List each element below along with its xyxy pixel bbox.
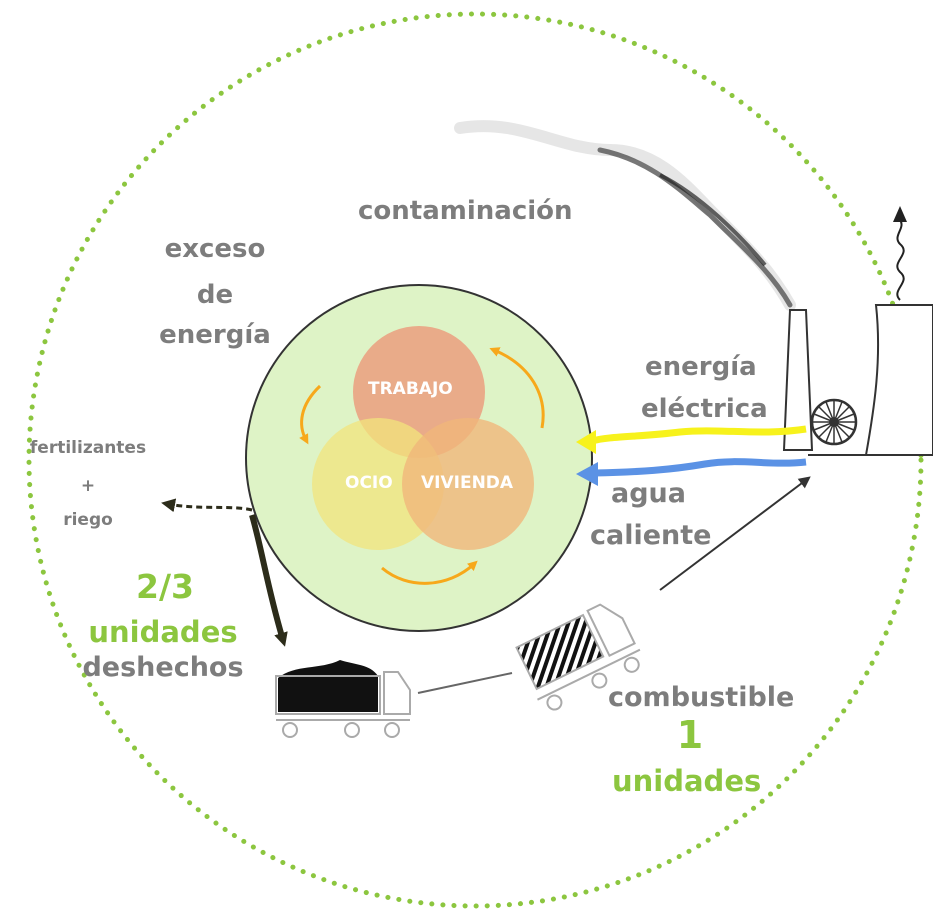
chimney: [782, 309, 814, 451]
venn-label-ocio: OCIO: [345, 473, 393, 493]
waste-truck: [275, 660, 411, 738]
label-one: 1: [676, 713, 704, 757]
label-caliente: caliente: [590, 520, 712, 551]
label-energia-electrica-2: eléctrica: [641, 394, 768, 424]
label-deshechos: deshechos: [82, 652, 244, 683]
electric-flow-arrow: [576, 425, 807, 454]
water-flow-arrow: [576, 458, 807, 486]
label-contaminacion: contaminación: [358, 196, 573, 226]
cycle-arrow-bottom: [381, 560, 478, 585]
cycle-arrow-left: [299, 384, 322, 445]
power-plant: [782, 206, 933, 456]
label-energia: energía: [159, 320, 271, 350]
label-plus: +: [80, 476, 96, 496]
label-de: de: [196, 280, 234, 310]
label-energia-electrica-1: energía: [645, 352, 757, 382]
label-fraction: 2/3: [136, 567, 194, 606]
fuel-truck: [515, 603, 641, 711]
fuel-to-plant-arrow: [659, 476, 811, 591]
waste-to-fertilizer-arrow: [161, 498, 253, 513]
steam-wave: [896, 219, 905, 301]
truck-link-line: [417, 672, 513, 694]
outer-boundary-ring: [26, 11, 924, 909]
label-unidades-left: unidades: [88, 615, 238, 649]
smoke-plume: [454, 120, 796, 311]
waste-to-truck-arrow: [249, 514, 288, 647]
label-riego: riego: [63, 510, 113, 530]
label-unidades-right: unidades: [612, 764, 762, 798]
label-combustible: combustible: [608, 682, 795, 713]
turbine-wheel-icon: [810, 398, 858, 446]
venn-label-trabajo: TRABAJO: [368, 379, 453, 399]
label-agua: agua: [611, 478, 686, 509]
cycle-arrow-right: [489, 347, 545, 429]
steam-arrow-icon: [893, 206, 907, 222]
venn-label-vivienda: VIVIENDA: [421, 473, 514, 493]
cooling-tower: [864, 304, 933, 456]
label-exceso: exceso: [164, 234, 266, 264]
label-fertilizantes: fertilizantes: [29, 438, 147, 458]
venn-vivienda: [402, 418, 534, 550]
